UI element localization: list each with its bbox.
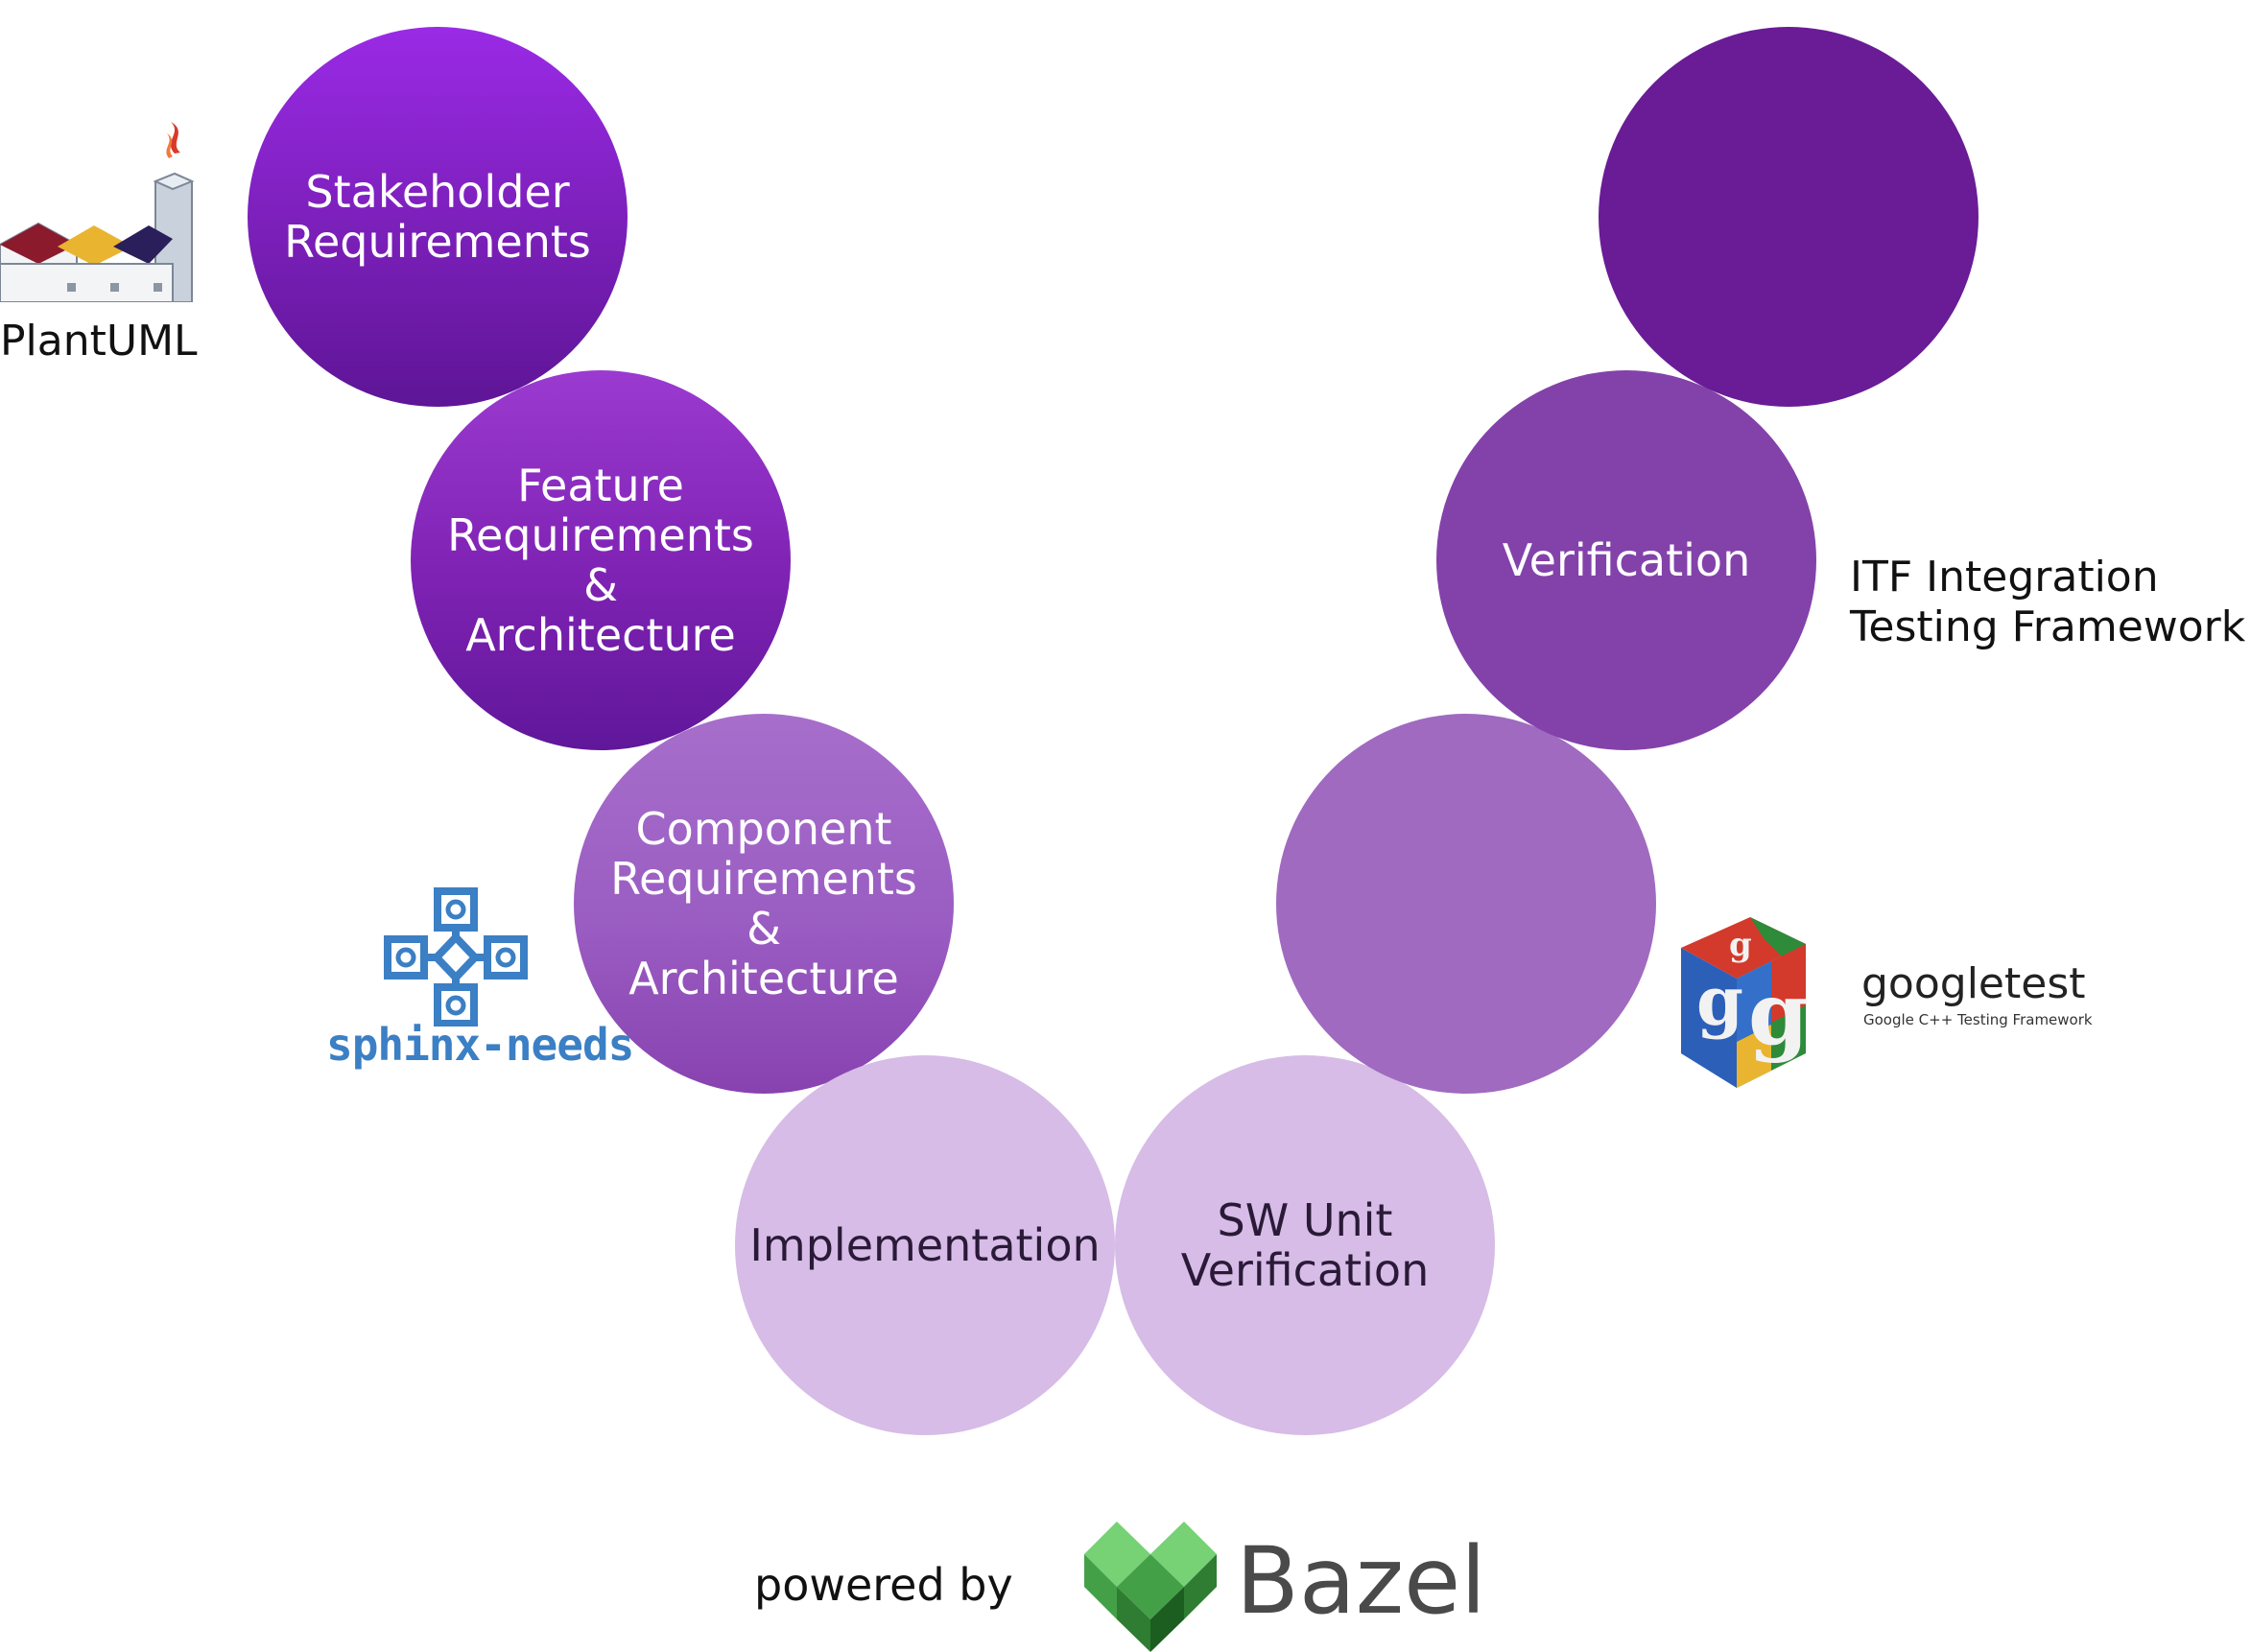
stage-label: Stakeholder Requirements	[284, 166, 591, 268]
stage-top-right	[1599, 27, 1979, 407]
sphinx-needs-logo-icon	[384, 887, 528, 1027]
stage-feature-requirements: Feature Requirements & Architecture	[411, 370, 791, 750]
stage-component-requirements: Component Requirements & Architecture	[574, 714, 954, 1094]
stage-label: Feature Requirements & Architecture	[447, 460, 754, 661]
svg-text:g: g	[1729, 926, 1752, 964]
stage-stakeholder-requirements: Stakeholder Requirements	[248, 27, 628, 407]
stage-label: SW Unit Verification	[1180, 1194, 1430, 1296]
stage-implementation: Implementation	[735, 1055, 1115, 1435]
stage-label: Component Requirements & Architecture	[610, 803, 917, 1004]
stage-verification: Verification	[1436, 370, 1816, 750]
stage-sw-unit-verification: SW Unit Verification	[1115, 1055, 1495, 1435]
bazel-logo-icon	[1084, 1522, 1217, 1652]
sphinx-needs-label: sphinx-needs	[326, 1019, 634, 1071]
googletest-title: googletest	[1861, 959, 2086, 1008]
plantuml-label: PlantUML	[0, 317, 198, 366]
googletest-logo-icon: g g g	[1681, 917, 1809, 1088]
stage-label: Verification	[1502, 534, 1751, 586]
svg-text:g: g	[1696, 961, 1743, 1041]
googletest-subtitle: Google C++ Testing Framework	[1863, 1011, 2093, 1028]
bazel-label: Bazel	[1236, 1527, 1486, 1635]
stage-integration-verification	[1276, 714, 1656, 1094]
stage-label: Implementation	[749, 1219, 1101, 1271]
powered-by-label: powered by	[754, 1559, 1013, 1611]
itf-label: ITF Integration Testing Framework	[1850, 553, 2246, 651]
plantuml-logo-icon	[0, 122, 195, 302]
svg-text:g: g	[1748, 963, 1809, 1065]
